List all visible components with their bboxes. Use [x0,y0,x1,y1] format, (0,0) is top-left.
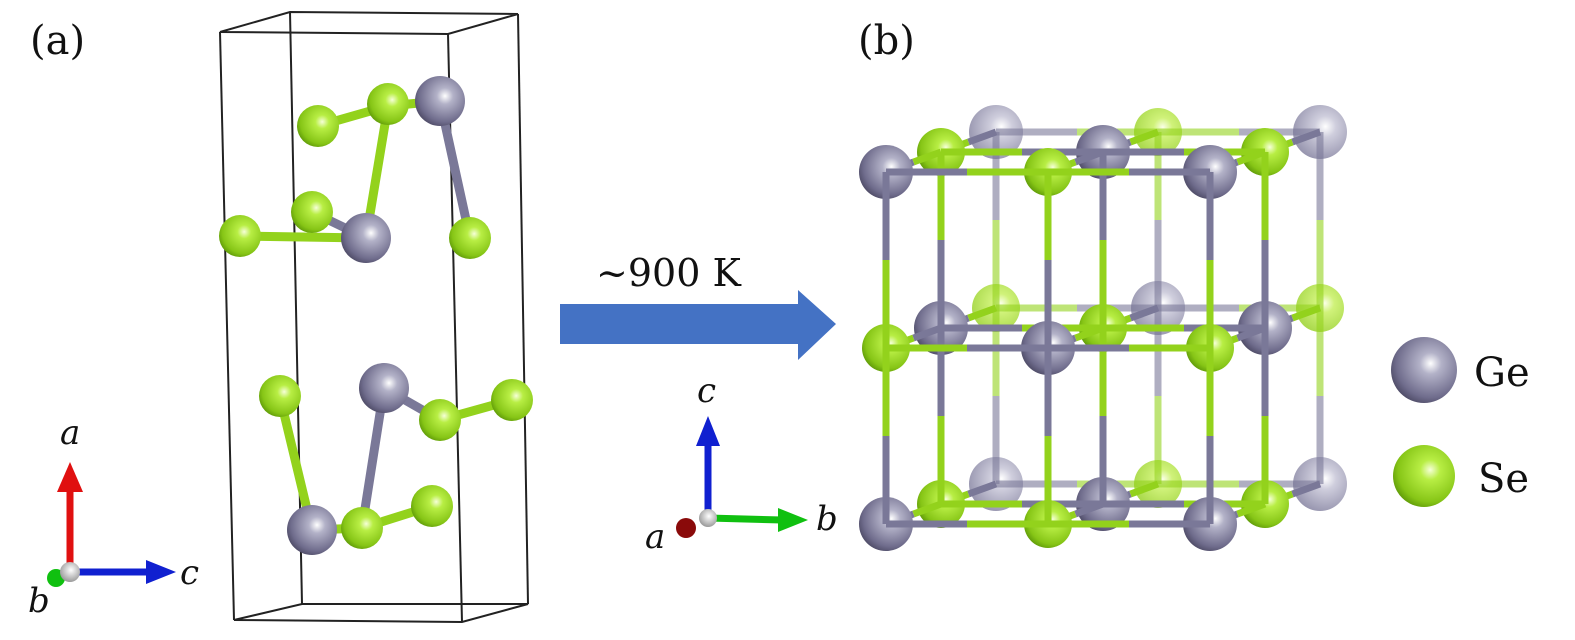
bond-segment [1236,324,1267,342]
bond-segment [1291,480,1322,498]
se-atom [411,485,453,527]
legend-ge-swatch [1391,337,1457,403]
bond-segment [967,480,998,498]
axes-origin-b [699,509,717,527]
ge-atom [415,76,465,126]
axis-label-depth-b: a [645,517,665,557]
bond-segment [912,148,943,166]
bond-segment [967,128,998,146]
cubic-structure-b [859,105,1347,551]
bond-segment [1291,304,1322,322]
bond-segment [1236,500,1267,518]
se-atom [259,375,301,417]
ge-atom [341,213,391,263]
bond-segment [1074,324,1105,342]
axes-origin [60,562,80,582]
se-atom [219,215,261,257]
lattice-depth-sorted [859,105,1347,551]
ge-atom [287,505,337,555]
axis-c-arrowhead-b [696,416,720,446]
axis-a-arrowhead [57,462,83,492]
axis-label-up-a: a [60,413,80,453]
axes-indicator-b: c b a [645,371,838,557]
legend-se-swatch [1393,445,1455,507]
bond-segment [912,324,943,342]
se-atom [491,379,533,421]
se-atom [341,507,383,549]
bond-segment [1074,500,1105,518]
panel-a-label: (a) [30,18,85,64]
axes-indicator-a: a c b [28,413,199,621]
bond-segment [1074,148,1105,166]
se-atom [297,105,339,147]
se-atom [291,191,333,233]
bond-segment [912,500,943,518]
se-atom [419,399,461,441]
legend-se-label: Se [1478,456,1529,502]
axis-c-arrowhead [146,560,176,584]
bond-segment [967,304,998,322]
transition-arrow [560,290,836,360]
panel-b-label: (b) [858,18,915,64]
axis-label-right-a: c [180,553,199,593]
axis-label-right-b: b [816,499,838,539]
ge-atom [359,363,409,413]
bonds-a [235,96,517,535]
axis-label-depth-a: b [28,581,50,621]
axis-b-arrowhead-b [778,508,808,532]
bond-segment [1129,480,1160,498]
bond-segment [1129,304,1160,322]
legend-ge-label: Ge [1474,350,1530,396]
bond-segment [1236,148,1267,166]
temperature-label: ~900 K [596,251,741,295]
axis-label-up-b: c [697,371,716,411]
se-atom [367,83,409,125]
bond-segment [1129,128,1160,146]
unit-cell-a [219,10,533,624]
se-atom [449,217,491,259]
bond-segment [1291,128,1322,146]
atoms-a [219,76,533,555]
legend: Ge Se [1391,337,1530,507]
axis-a-marker-b [676,518,696,538]
